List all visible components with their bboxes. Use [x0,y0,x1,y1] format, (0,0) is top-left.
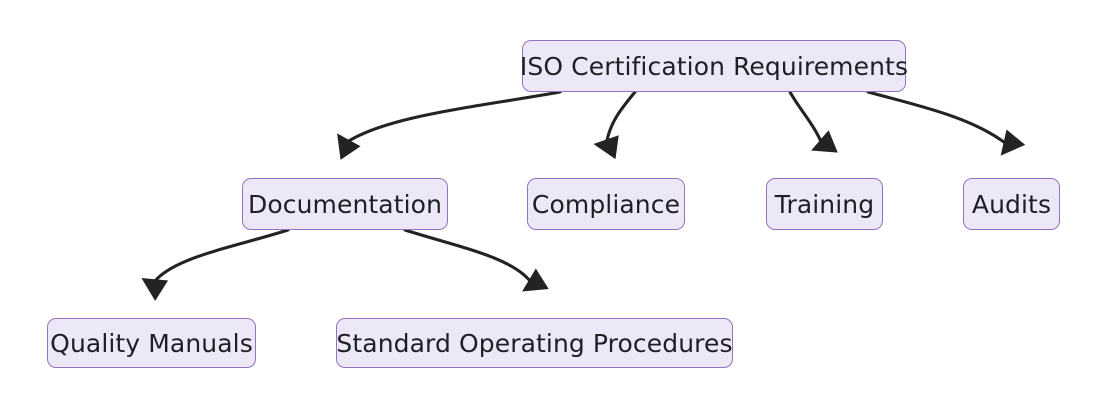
edge-documentation-to-quality-manuals [141,228,290,301]
edge-root-to-audits [866,90,1026,156]
node-documentation[interactable]: Documentation [242,178,448,230]
node-label: Standard Operating Procedures [336,328,733,358]
node-label: Documentation [247,189,443,219]
node-label: Compliance [531,189,681,219]
node-standard-operating-procedures[interactable]: Standard Operating Procedures [336,318,733,368]
node-label: ISO Certification Requirements [519,51,909,81]
node-training[interactable]: Training [766,178,883,230]
edge-documentation-to-standard-operating-procedures [403,228,549,292]
node-audits[interactable]: Audits [963,178,1060,230]
node-quality-manuals[interactable]: Quality Manuals [47,318,256,368]
edge-root-to-compliance [593,90,637,160]
node-label: Quality Manuals [50,328,253,358]
node-label: Audits [971,189,1052,219]
node-compliance[interactable]: Compliance [527,178,685,230]
edge-root-to-training [788,90,838,153]
node-label: Training [774,189,875,219]
edge-root-to-documentation [337,90,562,160]
node-iso-certification-requirements[interactable]: ISO Certification Requirements [520,40,908,92]
